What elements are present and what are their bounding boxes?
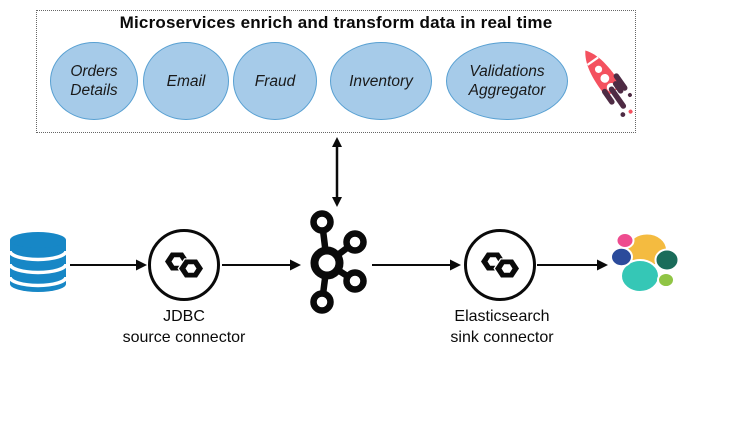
- arrow-kafka-to-es-connector: [372, 259, 461, 271]
- arrow-database-to-jdbc: [70, 259, 147, 271]
- es-connector-label: Elasticsearch sink connector: [412, 306, 592, 348]
- database-icon: [8, 232, 68, 292]
- kafka-connect-hexlink-icon: [165, 252, 205, 279]
- service-label: Aggregator: [468, 82, 546, 99]
- arrow-es-connector-to-elasticsearch: [537, 259, 608, 271]
- jdbc-connector-label-line1: JDBC: [163, 308, 205, 325]
- service-ellipse-inventory: Inventory: [330, 42, 432, 120]
- elasticsearch-logo-icon: [610, 232, 680, 293]
- arrow-jdbc-to-kafka: [222, 259, 301, 271]
- service-label: Fraud: [254, 72, 296, 90]
- microservices-title: Microservices enrich and transform data …: [119, 13, 553, 32]
- service-ellipse-validations-aggregator: Validations Aggregator: [446, 42, 568, 120]
- service-label: Inventory: [349, 72, 413, 90]
- elasticsearch-sink-connector-node: [464, 229, 536, 301]
- service-label: Orders: [70, 63, 118, 80]
- kafka-connect-hexlink-icon: [481, 252, 521, 279]
- es-connector-label-line1: Elasticsearch: [454, 308, 550, 325]
- es-connector-label-line2: sink connector: [450, 329, 554, 346]
- jdbc-connector-label-line2: source connector: [122, 329, 246, 346]
- service-ellipse-orders-details: Orders Details: [50, 42, 138, 120]
- rocket-icon: [585, 50, 633, 117]
- service-label: Validations: [469, 63, 545, 80]
- service-ellipse-email: Email: [143, 42, 229, 120]
- service-label: Email: [166, 72, 206, 90]
- double-arrow-kafka-microservices: [332, 137, 342, 207]
- kafka-logo-icon: [310, 210, 367, 314]
- service-ellipse-fraud: Fraud: [233, 42, 317, 120]
- service-label: Details: [70, 82, 118, 99]
- jdbc-source-connector-node: [148, 229, 220, 301]
- jdbc-connector-label: JDBC source connector: [94, 306, 274, 348]
